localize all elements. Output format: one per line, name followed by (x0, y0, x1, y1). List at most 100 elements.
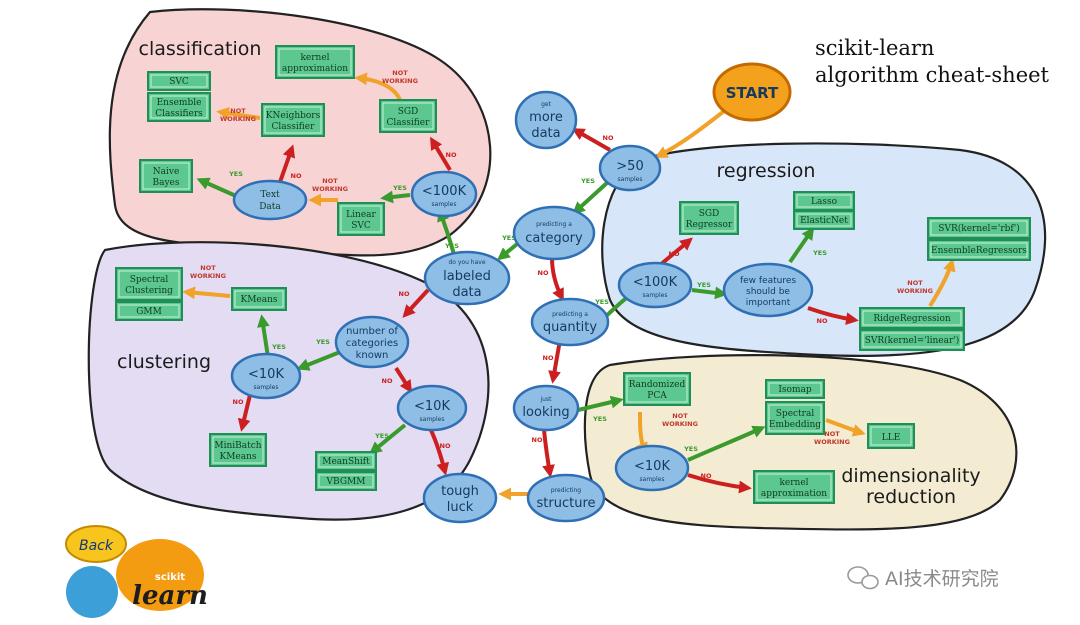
node-big-text: quantity (543, 320, 598, 335)
label-not: NOT (907, 279, 923, 287)
box-text: KMeans (219, 452, 256, 462)
node-clus-lt10k-right[interactable]: <10K samples (396, 384, 468, 432)
box-text: Classifier (387, 118, 431, 128)
box-text: SVR(kernel='linear') (865, 335, 960, 346)
scikit-learn-logo: scikit learn (66, 539, 208, 618)
box-ensemble-classifiers[interactable]: Ensemble Classifiers (147, 92, 211, 122)
box-text: RidgeRegression (873, 314, 951, 324)
label-no: NO (291, 172, 302, 180)
edge-text-yes (196, 177, 237, 198)
edge-category-no (550, 257, 564, 302)
box-spectral-embedding[interactable]: Spectral Embedding (765, 401, 825, 435)
box-text: kernel (779, 478, 808, 488)
label-not: NOT (200, 264, 216, 272)
box-text: Classifier (272, 122, 316, 132)
label-no: NO (532, 436, 543, 444)
node-gt50-samples[interactable]: >50 samples (598, 144, 662, 192)
box-text: EnsembleRegressors (931, 246, 1027, 256)
node-big-text: looking (522, 405, 569, 420)
box-lasso[interactable]: Lasso (793, 191, 855, 211)
edge-quantity-no (548, 339, 562, 384)
box-vbgmm[interactable]: VBGMM (315, 471, 377, 491)
node-labeled-data[interactable]: do you have labeled data (423, 250, 511, 306)
label-yes: YES (594, 298, 609, 306)
node-predicting-quantity[interactable]: predicting a quantity (530, 297, 610, 347)
box-svc[interactable]: SVC (147, 71, 211, 91)
wechat-icon (847, 566, 879, 590)
box-text: kernel (300, 53, 329, 63)
box-gmm[interactable]: GMM (115, 301, 183, 321)
label-working: WORKING (382, 77, 418, 85)
box-kneighbors-classifier[interactable]: KNeighbors Classifier (261, 103, 325, 137)
node-just-looking[interactable]: just looking (512, 384, 580, 432)
node-text-line: important (746, 298, 791, 308)
box-ridge-regression[interactable]: RidgeRegression (859, 307, 965, 329)
node-big-text: more (529, 110, 563, 125)
edge-clusright-yes (369, 423, 407, 455)
node-small-text: samples (432, 201, 457, 208)
box-linear-svc[interactable]: Linear SVC (337, 202, 385, 236)
box-naive-bayes[interactable]: Naive Bayes (139, 159, 193, 193)
label-working: WORKING (190, 272, 226, 280)
edge-ridge-notworking (928, 258, 956, 308)
box-randomized-pca[interactable]: Randomized PCA (623, 372, 691, 406)
logo-learn-text: learn (132, 581, 208, 611)
node-small-text: samples (643, 292, 668, 299)
box-ensemble-regressors[interactable]: EnsembleRegressors (927, 239, 1031, 261)
region-title-clustering: clustering (117, 351, 211, 373)
start-label: START (726, 84, 779, 102)
box-svr-linear[interactable]: SVR(kernel='linear') (859, 329, 965, 351)
edge-looking-yes (577, 395, 624, 412)
node-tough-luck[interactable]: tough luck (422, 472, 498, 524)
node-text-data[interactable]: Text Data (232, 179, 308, 221)
label-no: NO (543, 354, 554, 362)
node-predicting-structure[interactable]: predicting structure (526, 473, 606, 523)
node-small-text: samples (640, 476, 665, 483)
box-meanshift[interactable]: MeanShift (315, 451, 377, 471)
edge-few-yes (788, 226, 815, 264)
node-number-of-categories[interactable]: number of categories known (334, 315, 410, 369)
box-spectral-clustering[interactable]: Spectral Clustering (115, 267, 183, 301)
box-text: Lasso (811, 197, 837, 207)
box-text: Embedding (769, 420, 821, 430)
edge-numcat-yes (296, 348, 346, 371)
label-yes: YES (271, 343, 286, 351)
box-kmeans[interactable]: KMeans (231, 287, 287, 311)
edge-dim10k-no (687, 473, 752, 494)
node-big-text: labeled (443, 269, 491, 284)
box-text: SVC (351, 221, 371, 231)
page-title-line1: scikit-learn (815, 36, 934, 60)
back-button[interactable]: Back (65, 525, 127, 563)
node-reg-lt100k[interactable]: <100K samples (617, 261, 693, 309)
region-title-dimensionality: dimensionality (841, 465, 980, 487)
node-few-features[interactable]: few features should be important (722, 262, 814, 318)
box-svr-rbf[interactable]: SVR(kernel='rbf') (927, 217, 1031, 239)
logo-blue-circle (66, 566, 118, 618)
box-minibatch-kmeans[interactable]: MiniBatch KMeans (209, 433, 267, 467)
node-predicting-category[interactable]: predicting a category (512, 205, 596, 261)
box-text: SGD (398, 107, 419, 117)
box-kernel-approximation-classification[interactable]: kernel approximation (275, 45, 355, 79)
node-get-more-data[interactable]: get more data (514, 90, 578, 150)
box-kernel-approximation-dim[interactable]: kernel approximation (753, 470, 835, 504)
box-text: GMM (136, 307, 162, 317)
box-text: PCA (647, 391, 667, 401)
box-text: SVC (169, 77, 189, 87)
box-text: Linear (346, 210, 376, 220)
node-clus-lt10k-left[interactable]: <10K samples (230, 352, 302, 400)
node-dim-lt10k[interactable]: <10K samples (614, 444, 690, 492)
box-sgd-regressor[interactable]: SGD Regressor (679, 201, 739, 235)
box-lle[interactable]: LLE (867, 423, 915, 449)
label-no: NO (538, 269, 549, 277)
node-big-text: data (452, 285, 481, 300)
label-yes: YES (683, 445, 698, 453)
edge-sgd-notworking (354, 72, 402, 101)
node-class-lt100k[interactable]: <100K samples (410, 170, 478, 218)
node-start[interactable]: START (712, 62, 792, 122)
edge-clusleft-yes (257, 314, 270, 358)
node-big-text: >50 (616, 159, 643, 174)
box-elasticnet[interactable]: ElasticNet (793, 210, 855, 230)
box-sgd-classifier[interactable]: SGD Classifier (379, 99, 437, 133)
box-isomap[interactable]: Isomap (765, 379, 825, 399)
